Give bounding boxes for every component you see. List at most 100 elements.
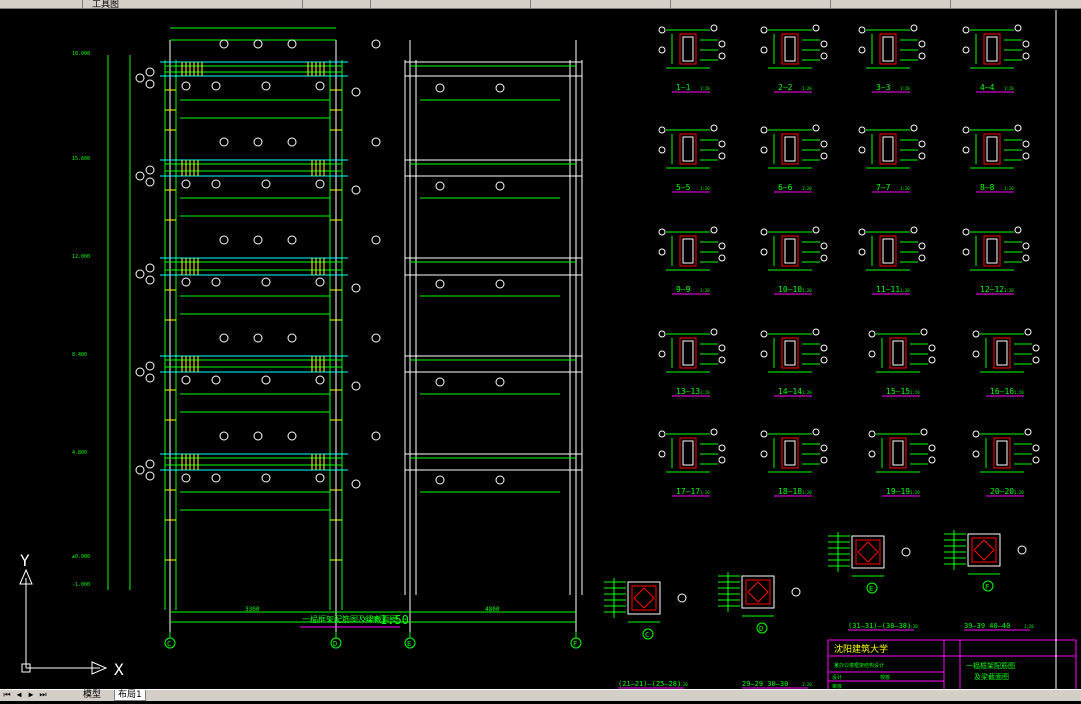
section-label: 16—16 — [990, 387, 1014, 396]
rebar-callout-bubble — [435, 181, 445, 191]
last-tab-icon[interactable]: ⏭ — [39, 690, 47, 699]
toolbar-cell[interactable] — [302, 0, 371, 8]
toolbar-cell[interactable] — [370, 0, 531, 8]
section-scale: 1:20 — [802, 390, 812, 395]
rebar-callout-bubble — [315, 473, 325, 483]
section-scale: 1:20 — [900, 186, 910, 191]
rebar-callout-bubble — [495, 181, 505, 191]
rebar-callout-bubble — [145, 79, 155, 89]
title-block-project: 某办公楼框架结构设计 — [834, 662, 884, 669]
rebar-callout-bubble — [253, 431, 263, 441]
section-scale: 1:20 — [910, 390, 920, 395]
toolbar-cell[interactable] — [530, 0, 671, 8]
rebar-callout-bubble — [181, 375, 191, 385]
rebar-callout-bubble — [181, 179, 191, 189]
section-label: 4—4 — [980, 83, 995, 92]
rebar-callout-bubble — [315, 81, 325, 91]
column-section-label: (31—31)—(38—38) — [848, 622, 911, 630]
frame-elevation — [19, 10, 1077, 691]
section-scale: 1:20 — [700, 288, 710, 293]
rebar-callout-bubble — [145, 263, 155, 273]
overall-dimension: 8100 — [365, 616, 380, 623]
column-section-label: 39—39 40—40 — [964, 622, 1010, 630]
section-label: 11—11 — [876, 285, 900, 294]
tab-model[interactable]: 模型 — [83, 690, 102, 700]
rebar-callout-bubble — [435, 475, 445, 485]
rebar-callout-bubble — [261, 473, 271, 483]
rebar-callout-bubble — [495, 83, 505, 93]
rebar-callout-bubble — [145, 459, 155, 469]
title-block-school: 沈阳建筑大学 — [834, 643, 888, 655]
column-axis-label: D — [759, 625, 763, 633]
column-section-label: (21—21)—(25—28) — [618, 680, 681, 688]
column-section-detail: E(31—31)—(38—38)1:20 — [828, 532, 918, 631]
section-label: 6—6 — [778, 183, 793, 192]
rebar-callout-bubble — [145, 275, 155, 285]
toolbar-cell[interactable] — [82, 0, 303, 8]
section-detail: 4—4 1:20 — [962, 24, 1030, 93]
section-scale: 1:20 — [700, 490, 710, 495]
section-scale: 1:20 — [900, 288, 910, 293]
ucs-x-label: X — [114, 660, 124, 679]
rebar-callout-bubble — [371, 137, 381, 147]
rebar-callout-bubble — [351, 479, 361, 489]
rebar-callout-bubble — [371, 431, 381, 441]
section-label: 5—5 — [676, 183, 691, 192]
rebar-callout-bubble — [287, 431, 297, 441]
section-scale: 1:20 — [802, 186, 812, 191]
rebar-callout-bubble — [315, 179, 325, 189]
toolbar-cell[interactable] — [0, 0, 83, 8]
prev-tab-icon[interactable]: ◀ — [16, 690, 22, 699]
rebar-callout-bubble — [435, 279, 445, 289]
rebar-callout-bubble — [211, 473, 221, 483]
tab-layout1[interactable]: 布局1 — [114, 690, 146, 701]
next-tab-icon[interactable]: ▶ — [28, 690, 34, 699]
column-section-scale: 1:20 — [1024, 624, 1034, 629]
rebar-callout-bubble — [495, 377, 505, 387]
column-section-scale: 1:20 — [802, 682, 812, 687]
section-label: 10—10 — [778, 285, 802, 294]
first-tab-icon[interactable]: ⏮ — [3, 690, 11, 699]
elev-mark-2: 15.600 — [72, 156, 90, 162]
title-block-row-2: 审核 — [832, 683, 842, 690]
toolbar-label: 工具图 — [92, 0, 120, 10]
section-label: 1—1 — [676, 83, 691, 92]
rebar-callout-bubble — [145, 373, 155, 383]
rebar-callout-bubble — [287, 235, 297, 245]
section-scale: 1:20 — [1004, 86, 1014, 91]
section-scale: 1:20 — [1014, 490, 1024, 495]
rebar-callout-bubble — [181, 277, 191, 287]
section-scale: 1:20 — [900, 86, 910, 91]
rebar-callout-bubble — [435, 377, 445, 387]
section-label: 13—13 — [676, 387, 700, 396]
toolbar-cell[interactable] — [830, 0, 951, 8]
section-label: 20—20 — [990, 487, 1014, 496]
rebar-callout-bubble — [315, 277, 325, 287]
section-label: 14—14 — [778, 387, 802, 396]
rebar-callout-bubble — [253, 39, 263, 49]
rebar-callouts — [135, 39, 505, 489]
drawing-main-scale: 1:50 — [380, 613, 409, 627]
rebar-callout-bubble — [211, 179, 221, 189]
rebar-callout-bubble — [351, 87, 361, 97]
elev-mark-1: 18.000 — [72, 51, 90, 57]
rebar-callout-bubble — [211, 81, 221, 91]
section-label: 12—12 — [980, 285, 1004, 294]
rebar-callout-bubble — [145, 165, 155, 175]
toolbar-cell[interactable] — [670, 0, 831, 8]
column-axis-label: F — [985, 583, 989, 591]
section-scale: 1:20 — [700, 86, 710, 91]
section-scale: 1:20 — [1004, 288, 1014, 293]
rebar-callout-bubble — [261, 277, 271, 287]
axis-label-e: E — [407, 640, 411, 648]
